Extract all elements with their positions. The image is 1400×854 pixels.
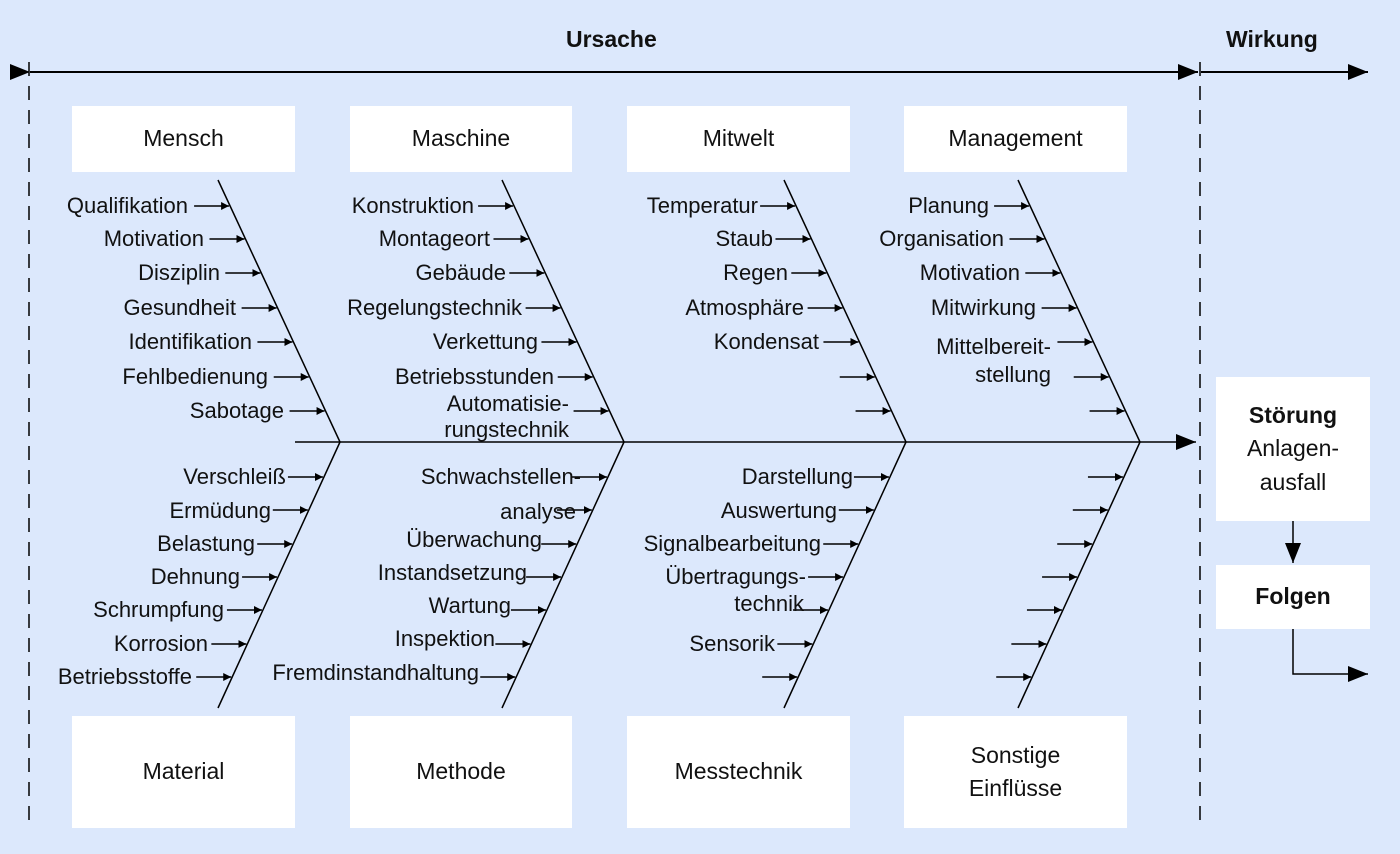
category-bone <box>1017 179 1141 443</box>
cause-label: Auswertung <box>720 498 837 523</box>
cause-label: Disziplin <box>138 260 220 285</box>
category-bones <box>217 179 1141 709</box>
effect-box: Störung Anlagen- ausfall <box>1216 377 1370 521</box>
cause-label: Staub <box>715 226 774 251</box>
cause-label: Identifikation <box>128 329 252 354</box>
cause-label: Motivation <box>919 260 1020 285</box>
cause-label: Wartung <box>428 593 511 618</box>
cause-label: Regen <box>723 260 788 285</box>
cause-label: Überwachung <box>406 527 542 552</box>
cause-label: Gesundheit <box>123 295 236 320</box>
category-messtechnik: Messtechnik <box>627 716 850 828</box>
cause-arrows <box>194 202 1125 681</box>
category-sonstige-line1: Sonstige <box>970 741 1061 768</box>
category-methode: Methode <box>350 716 572 828</box>
category-material: Material <box>72 716 295 828</box>
cause-label: rungstechnik <box>444 417 569 442</box>
cause-label: Übertragungs- <box>665 564 806 589</box>
category-bone <box>501 179 625 443</box>
cause-label: Montageort <box>378 226 490 251</box>
cause-label: Sensorik <box>689 631 775 656</box>
cause-label: Planung <box>908 193 989 218</box>
consequence-out-arrow <box>1292 629 1368 682</box>
cause-label: Mittelbereit- <box>936 334 1051 359</box>
cause-label: Fremdinstandhaltung <box>272 660 479 685</box>
cause-label: Verkettung <box>432 329 538 354</box>
effect-line2: ausfall <box>1259 468 1327 495</box>
cause-label: technik <box>734 591 804 616</box>
cause-label: Ermüdung <box>169 498 271 523</box>
effect-header: Wirkung <box>1226 26 1318 52</box>
cause-label: Atmosphäre <box>685 295 804 320</box>
cause-label: Schwachstellen- <box>420 464 581 489</box>
consequence-box: Folgen <box>1216 565 1370 629</box>
cause-label: Signalbearbeitung <box>643 531 821 556</box>
category-bone <box>783 179 907 443</box>
cause-label: Korrosion <box>113 631 208 656</box>
cause-label: Konstruktion <box>351 193 474 218</box>
cause-label: Instandsetzung <box>377 560 527 585</box>
cause-label: Sabotage <box>189 398 284 423</box>
cause-label: Organisation <box>879 226 1004 251</box>
effect-line1: Anlagen- <box>1246 435 1340 462</box>
cause-label: Verschleiß <box>183 464 286 489</box>
cause-label: Mitwirkung <box>930 295 1036 320</box>
cause-label: Gebäude <box>415 260 506 285</box>
cause-label: Motivation <box>103 226 204 251</box>
category-bone <box>217 441 341 709</box>
cause-label: Regelungstechnik <box>347 295 522 320</box>
cause-label: Kondensat <box>713 329 819 354</box>
category-bone <box>217 179 341 443</box>
category-maschine: Maschine <box>350 106 572 172</box>
cause-label: stellung <box>975 362 1051 387</box>
category-bone <box>501 441 625 709</box>
cause-label: Belastung <box>157 531 255 556</box>
category-management: Management <box>904 106 1127 172</box>
category-sonstige-einfluesse: Sonstige Einflüsse <box>904 716 1127 828</box>
cause-label: Fehlbedienung <box>122 364 268 389</box>
category-mensch: Mensch <box>72 106 295 172</box>
cause-label: Automatisie- <box>446 391 569 416</box>
category-bone <box>1017 441 1141 709</box>
category-bone <box>783 441 907 709</box>
cause-label: Schrumpfung <box>93 597 224 622</box>
cause-label: Betriebsstunden <box>395 364 554 389</box>
cause-header: Ursache <box>566 26 657 52</box>
category-sonstige-line2: Einflüsse <box>968 775 1063 801</box>
cause-label: Dehnung <box>150 564 240 589</box>
cause-label: Betriebsstoffe <box>57 664 192 689</box>
category-mitwelt: Mitwelt <box>627 106 850 172</box>
effect-title: Störung <box>1248 401 1338 428</box>
cause-label: Darstellung <box>741 464 853 489</box>
cause-label: Inspektion <box>394 626 495 651</box>
cause-label: analyse <box>500 499 576 524</box>
cause-label: Qualifikation <box>66 193 188 218</box>
cause-label: Temperatur <box>646 193 758 218</box>
